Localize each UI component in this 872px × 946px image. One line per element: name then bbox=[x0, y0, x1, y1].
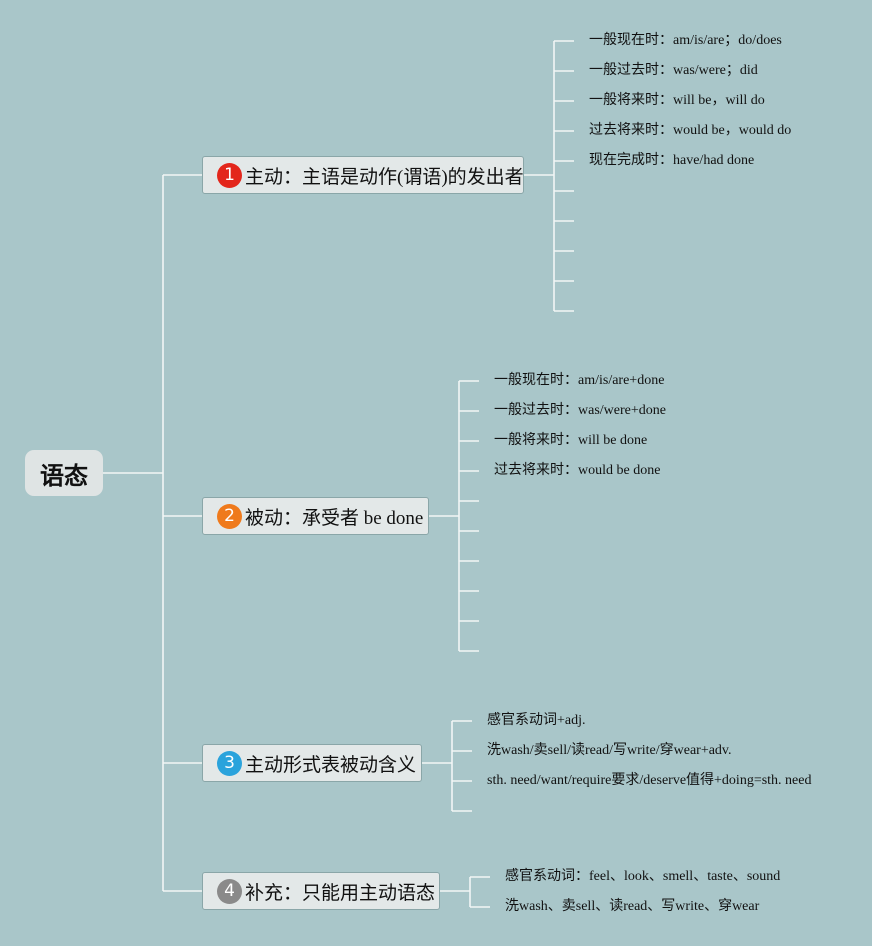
branch-supplement[interactable]: 4 补充：只能用主动语态 bbox=[202, 872, 440, 910]
branch-label: 被动：承受者 be done bbox=[245, 507, 424, 529]
leaf-item[interactable]: 一般过去时：was/were+done bbox=[494, 403, 666, 418]
branch-label: 主动形式表被动含义 bbox=[245, 754, 417, 776]
leaf-item[interactable]: 感官系动词+adj. bbox=[487, 713, 586, 728]
leaf-item[interactable]: 过去将来时：would be done bbox=[494, 463, 661, 478]
leaf-item[interactable]: 一般将来时：will be done bbox=[494, 433, 648, 448]
leaf-item[interactable]: 一般将来时：will be，will do bbox=[589, 93, 765, 108]
leaf-item[interactable]: 一般过去时：was/were；did bbox=[589, 63, 758, 78]
branch-label: 主动：主语是动作(谓语)的发出者 bbox=[245, 166, 524, 188]
number-badge-1: 1 bbox=[217, 162, 242, 188]
branch-passive-voice[interactable]: 2 被动：承受者 be done bbox=[202, 497, 429, 535]
leaf-item[interactable]: sth. need/want/require要求/deserve值得+doing… bbox=[487, 773, 812, 788]
leaf-item[interactable]: 一般现在时：am/is/are+done bbox=[494, 373, 665, 388]
number-badge-3: 3 bbox=[217, 750, 242, 776]
leaf-item[interactable]: 感官系动词：feel、look、smell、taste、sound bbox=[505, 869, 781, 884]
branch-label: 补充：只能用主动语态 bbox=[245, 882, 436, 904]
leaf-item[interactable]: 现在完成时：have/had done bbox=[589, 153, 755, 168]
branch-active-form-passive-meaning[interactable]: 3 主动形式表被动含义 bbox=[202, 744, 422, 782]
branch-active-voice[interactable]: 1 主动：主语是动作(谓语)的发出者 bbox=[202, 156, 524, 194]
leaf-item[interactable]: 一般现在时：am/is/are；do/does bbox=[589, 33, 782, 48]
leaf-item[interactable]: 过去将来时：would be，would do bbox=[589, 123, 792, 138]
number-badge-2: 2 bbox=[217, 503, 242, 529]
root-node[interactable]: 语态 bbox=[25, 450, 103, 496]
leaf-item[interactable]: 洗wash/卖sell/读read/写write/穿wear+adv. bbox=[487, 743, 732, 758]
number-badge-4: 4 bbox=[217, 878, 242, 904]
leaf-item[interactable]: 洗wash、卖sell、读read、写write、穿wear bbox=[505, 899, 760, 914]
root-label: 语态 bbox=[40, 461, 88, 490]
